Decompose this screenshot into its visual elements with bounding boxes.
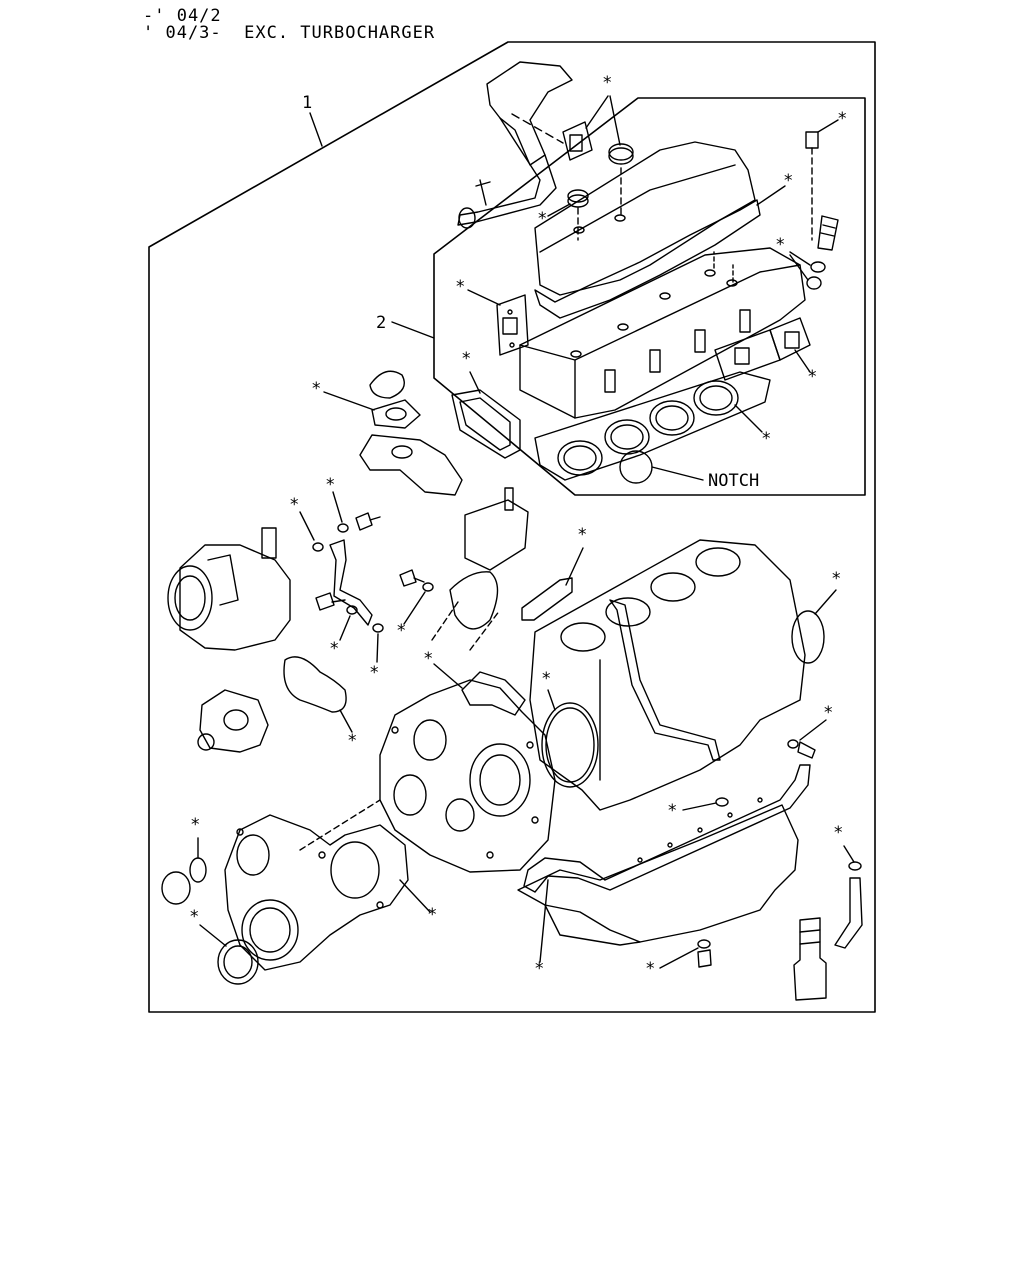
- kit-mark: *: [668, 801, 677, 821]
- washer: [372, 623, 384, 633]
- plug-part: [805, 131, 819, 241]
- nozzle-seals: [806, 261, 826, 290]
- thermostat-housing-gasket: [451, 389, 521, 459]
- kit-mark: *: [762, 429, 771, 449]
- kit-mark: *: [603, 73, 612, 93]
- thermostat-gasket: [371, 399, 421, 429]
- oil-pan: [517, 804, 799, 946]
- kit-mark: *: [538, 209, 547, 229]
- eye-bolt-top: [355, 512, 381, 531]
- kit-mark: *: [776, 235, 785, 255]
- thermostat: [369, 370, 405, 399]
- kit-mark: *: [190, 907, 199, 927]
- cylinder-head: [519, 247, 806, 419]
- drain-bolt-right: [787, 739, 816, 759]
- outlet-gasket-small: [562, 121, 593, 161]
- notch-leader: [651, 466, 704, 481]
- water-outlet-pipe: [457, 61, 573, 229]
- eye-bolt-bottom: [315, 592, 346, 611]
- kit-mark: *: [370, 663, 379, 683]
- kit-mark: *: [646, 959, 655, 979]
- kit-mark: *: [578, 525, 587, 545]
- kit-mark: *: [312, 379, 321, 399]
- header-date-line-1: -' 04/2: [143, 6, 222, 26]
- kit-mark: *: [348, 731, 357, 751]
- injection-pump-element: [793, 917, 827, 1001]
- exhaust-manifold-gasket: [714, 317, 811, 381]
- cover-nut-seal: [567, 189, 589, 208]
- washer: [337, 523, 349, 533]
- rear-oil-seal: [791, 610, 825, 664]
- drain-plug: [697, 939, 712, 968]
- thermostat-housing: [359, 434, 463, 496]
- dipstick-guide: [609, 599, 721, 761]
- callout-2-leader: [391, 321, 435, 339]
- water-pump-gasket: [283, 656, 347, 713]
- notch-detail-circle: [619, 450, 653, 484]
- kit-mark: *: [784, 171, 793, 191]
- callout-2-label: 2: [376, 313, 386, 333]
- kit-mark: *: [456, 277, 465, 297]
- gear-case: [379, 679, 556, 873]
- intake-manifold-gasket: [496, 294, 529, 356]
- kit-mark: *: [542, 669, 551, 689]
- callout-1-label: 1: [302, 93, 312, 113]
- callout-1-leader: [309, 112, 323, 147]
- front-oil-seal: [217, 939, 259, 985]
- gear-case-gasket: [461, 671, 526, 716]
- flange-gasket: [521, 577, 573, 621]
- kit-mark: *: [834, 823, 843, 843]
- kit-mark: *: [838, 109, 847, 129]
- water-flange: [449, 487, 529, 630]
- kit-mark: *: [424, 649, 433, 669]
- head-cover: [534, 141, 756, 296]
- kit-mark: *: [330, 639, 339, 659]
- head-gasket: [534, 371, 771, 481]
- washer: [312, 542, 324, 552]
- oil-feed-pipe: [329, 539, 373, 626]
- kit-mark: *: [824, 703, 833, 723]
- kit-mark: *: [535, 959, 544, 979]
- injection-pipe: [834, 877, 863, 949]
- washer: [422, 582, 434, 592]
- header-date-line-2: ' 04/3- EXC. TURBOCHARGER: [143, 23, 436, 43]
- kit-1-outline: [148, 41, 876, 1013]
- sealing-washer: [715, 797, 729, 807]
- crank-gasket-ring: [541, 702, 599, 788]
- kit-mark: *: [808, 367, 817, 387]
- water-pump: [197, 689, 269, 753]
- kit-mark: *: [462, 349, 471, 369]
- kit-mark: *: [191, 815, 200, 835]
- filler-cap-seal: [608, 143, 634, 165]
- oil-pan-gasket: [523, 764, 811, 893]
- kit-mark: *: [326, 475, 335, 495]
- injector-nozzle: [817, 215, 839, 251]
- gear-cover: [224, 814, 409, 971]
- small-bolt: [399, 569, 425, 587]
- kit-2-outline: [433, 97, 866, 496]
- notch-label: NOTCH: [708, 471, 759, 491]
- alternator: [167, 527, 291, 651]
- kit-mark: *: [290, 495, 299, 515]
- cylinder-block: [529, 539, 806, 811]
- kit-mark: *: [428, 905, 437, 925]
- kit-mark: *: [397, 621, 406, 641]
- pipe-seal-washer: [848, 861, 862, 871]
- kit-mark: *: [832, 569, 841, 589]
- oil-filler-cap: [161, 857, 207, 905]
- washer: [346, 605, 358, 615]
- head-cover-gasket: [534, 199, 761, 319]
